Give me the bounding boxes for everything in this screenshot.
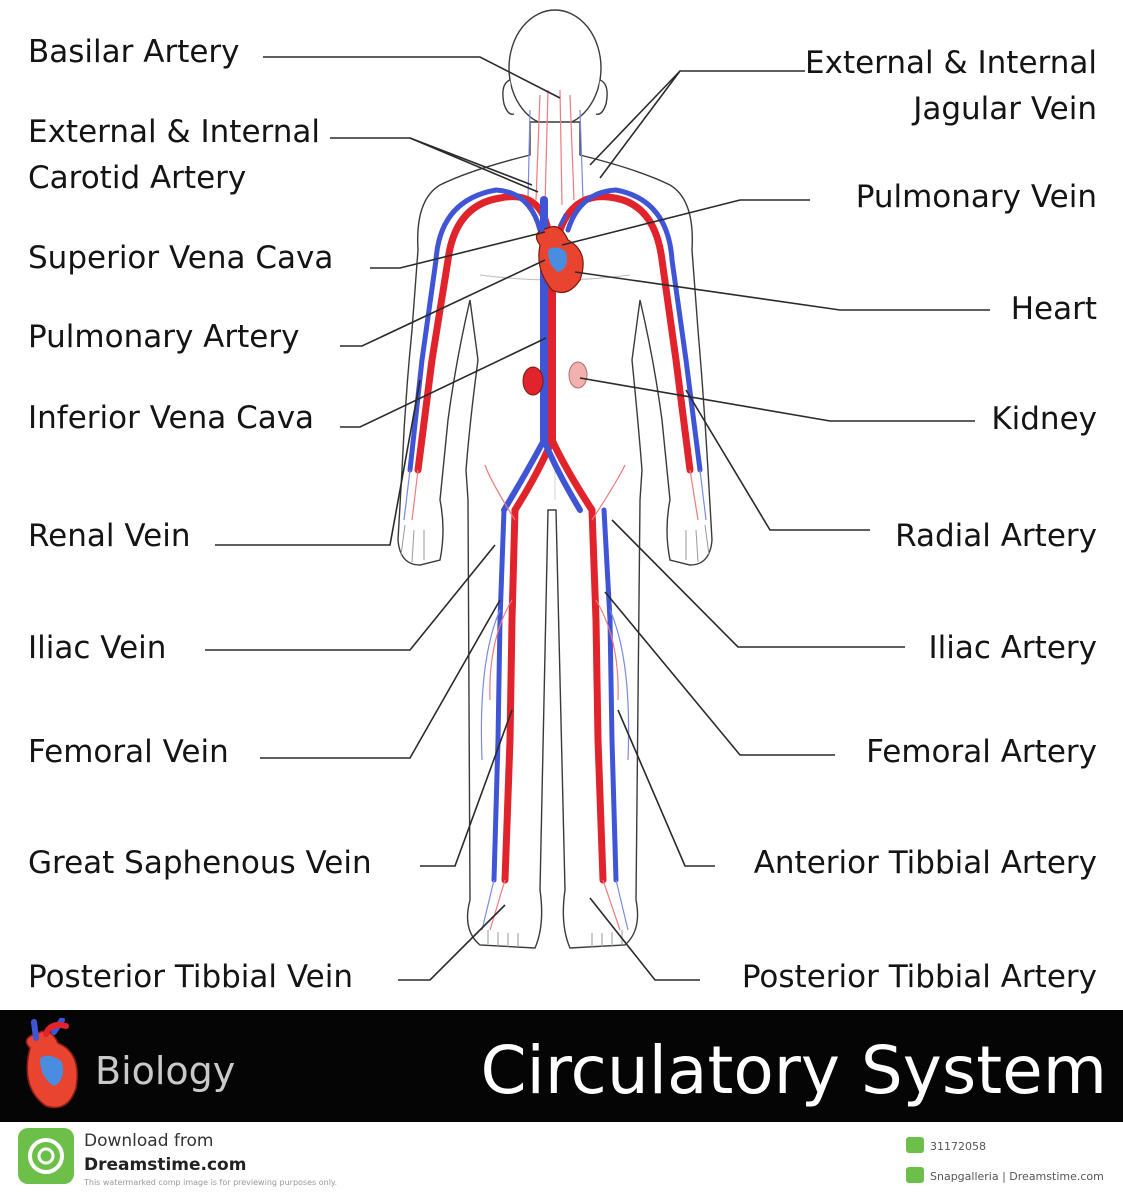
banner-title: Circulatory System [480, 1032, 1107, 1109]
label-pulmonary-artery: Pulmonary Artery [28, 319, 299, 355]
label-great-saphenous-vein: Great Saphenous Vein [28, 845, 372, 881]
dreamstime-logo [18, 1128, 74, 1184]
title-banner [0, 1010, 1123, 1122]
label-carotid-line2: Carotid Artery [28, 160, 246, 196]
label-radial-artery: Radial Artery [895, 518, 1097, 554]
vessels [403, 89, 707, 931]
author-credit[interactable]: Snapgalleria | Dreamstime.com [930, 1170, 1104, 1183]
label-iliac-artery: Iliac Artery [928, 630, 1097, 666]
kidney-illustration [522, 361, 588, 396]
label-carotid-line1: External & Internal [28, 114, 320, 150]
label-basilar-artery: Basilar Artery [28, 34, 240, 70]
label-heart: Heart [1011, 291, 1097, 327]
banner-subject: Biology [95, 1049, 236, 1093]
watermark-note: This watermarked comp image is for previ… [84, 1178, 338, 1187]
label-anterior-tibbial-artery: Anterior Tibbial Artery [754, 845, 1097, 881]
leader-lines [205, 56, 990, 981]
left-labels: Basilar Artery External & Internal Carot… [28, 34, 372, 995]
label-kidney: Kidney [991, 401, 1097, 437]
dreamstime-link[interactable]: Dreamstime.com [84, 1155, 247, 1175]
label-inferior-vena-cava: Inferior Vena Cava [28, 400, 314, 436]
footer-watermark [0, 1122, 1123, 1200]
label-jugular-line2: Jagular Vein [911, 91, 1097, 127]
right-labels: External & Internal Jagular Vein Pulmona… [742, 45, 1097, 995]
label-renal-vein: Renal Vein [28, 518, 190, 554]
download-from-text: Download from [84, 1131, 214, 1151]
label-superior-vena-cava: Superior Vena Cava [28, 240, 333, 276]
label-jugular-line1: External & Internal [805, 45, 1097, 81]
label-posterior-tibbial-artery: Posterior Tibbial Artery [742, 959, 1097, 995]
label-iliac-vein: Iliac Vein [28, 630, 166, 666]
image-id: 31172058 [930, 1140, 986, 1153]
label-posterior-tibbial-vein: Posterior Tibbial Vein [28, 959, 353, 995]
label-femoral-artery: Femoral Artery [866, 734, 1097, 770]
heart-icon [25, 1018, 78, 1109]
id-badge-icon [906, 1137, 924, 1153]
label-femoral-vein: Femoral Vein [28, 734, 229, 770]
label-pulmonary-vein: Pulmonary Vein [856, 179, 1097, 215]
author-badge-icon [906, 1167, 924, 1183]
